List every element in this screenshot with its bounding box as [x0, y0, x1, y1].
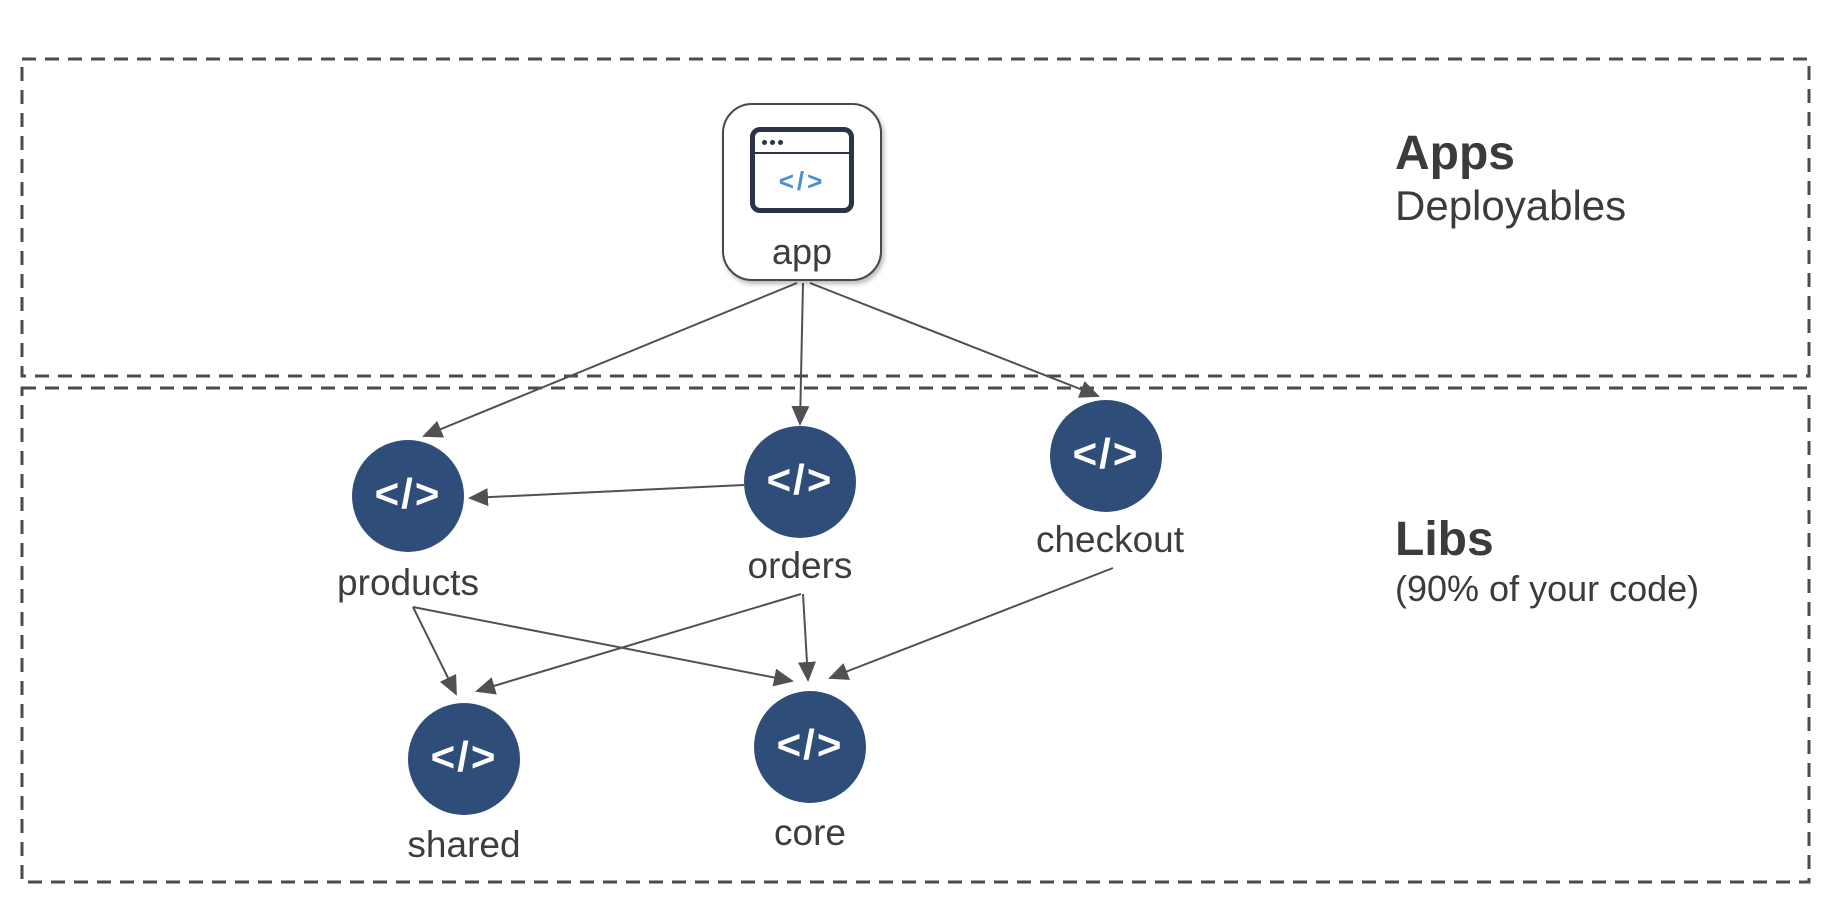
node-checkout-label: checkout	[1035, 519, 1185, 560]
libs-region-label: Libs (90% of your code)	[1395, 513, 1700, 610]
code-icon: </>	[1072, 430, 1140, 477]
node-core-label: core	[774, 812, 846, 853]
edge-orders-to-products	[468, 484, 745, 507]
window-dot	[778, 139, 783, 145]
node-app: </> app	[722, 103, 882, 281]
node-shared-label: shared	[407, 824, 521, 865]
libs-region-border	[20, 386, 1811, 884]
edge-app-to-checkout	[809, 282, 1100, 398]
apps-region-label: Apps Deployables	[1395, 127, 1627, 231]
libs-region-subtitle: (90% of your code)	[1395, 567, 1700, 609]
node-shared: </>	[408, 703, 520, 815]
node-orders: </>	[744, 426, 856, 538]
edge-app-to-products	[422, 282, 798, 438]
edge-products-to-core	[412, 606, 794, 687]
edge-orders-to-shared	[475, 593, 802, 695]
code-icon: </>	[776, 721, 844, 768]
code-glyph: </>	[778, 165, 826, 196]
node-app-label: app	[771, 231, 833, 272]
window-dot	[770, 139, 775, 145]
node-core: </>	[754, 691, 866, 803]
edge-checkout-to-core	[828, 567, 1114, 680]
window-dot	[762, 139, 767, 145]
node-products: </>	[352, 440, 464, 552]
node-orders-label: orders	[747, 545, 853, 586]
apps-region-border	[20, 57, 1811, 378]
edge-products-to-shared	[412, 606, 457, 696]
apps-region-subtitle: Deployables	[1395, 181, 1627, 229]
edge-app-to-orders	[791, 282, 810, 426]
edge-orders-to-core	[797, 593, 816, 682]
apps-region-title: Apps	[1395, 127, 1515, 180]
code-icon: </>	[430, 733, 498, 780]
browser-window-dots	[755, 132, 849, 154]
browser-code-icon: </>	[750, 127, 854, 213]
node-checkout: </>	[1050, 400, 1162, 512]
node-products-label: products	[337, 562, 479, 603]
code-icon: </>	[766, 456, 834, 503]
code-icon: </>	[374, 470, 442, 517]
libs-region-title: Libs	[1395, 513, 1494, 566]
